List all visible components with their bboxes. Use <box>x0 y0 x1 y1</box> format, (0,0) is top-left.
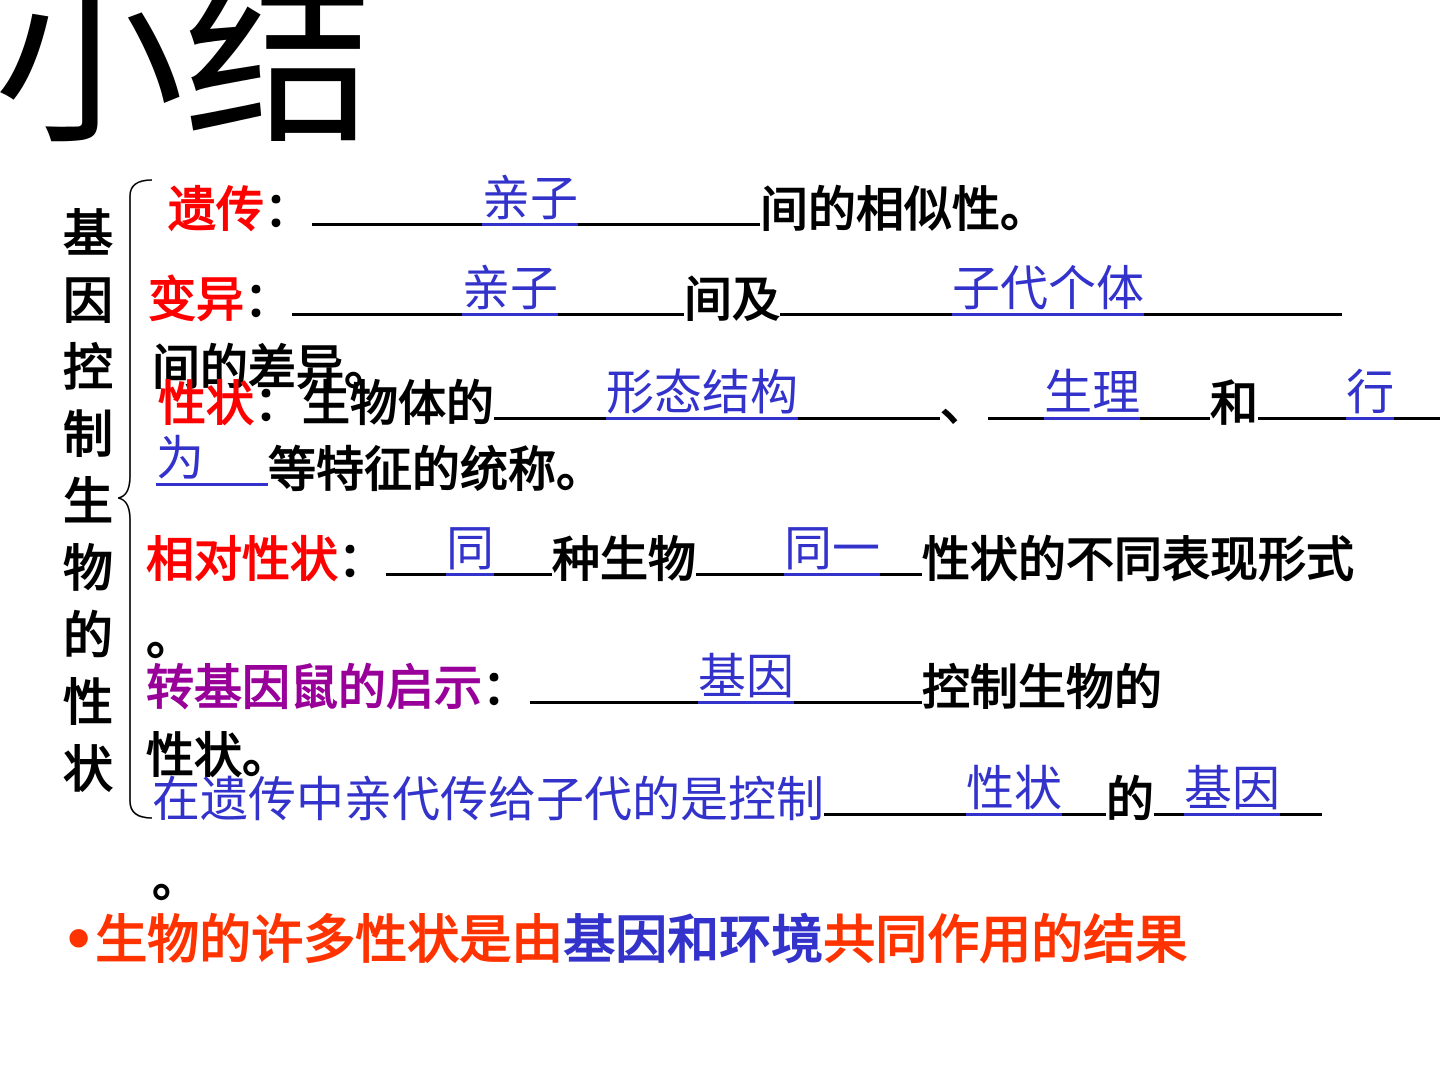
inheritance-row: 在遗传中亲代传给子代的是控制性状的基因 <box>152 765 1323 830</box>
side-label: 基因控制生物的性状 <box>63 204 113 799</box>
variation-blank-1: 亲子 <box>292 265 685 316</box>
variation-blank-2: 子代个体 <box>780 265 1343 316</box>
conclusion-part-1: 生物的许多性状是由 <box>95 910 564 971</box>
inheritance-answer-2: 基因 <box>1184 761 1281 817</box>
relative-trait-answer-2: 同一 <box>784 521 881 577</box>
trait-sep-2: 和 <box>1210 376 1259 432</box>
transgenic-colon: ： <box>482 660 531 716</box>
trait-colon: ： <box>254 376 303 432</box>
inheritance-mid: 的 <box>1106 772 1155 828</box>
conclusion-row: •生物的许多性状是由基因和环境共同作用的结果 <box>62 908 1187 974</box>
inheritance-blank-2: 基因 <box>1154 765 1323 816</box>
conclusion-part-3: 共同作用的结果 <box>823 910 1188 971</box>
relative-trait-answer-1: 同 <box>446 521 495 577</box>
trait-term: 性状 <box>158 376 255 432</box>
trait-blank-3: 行 <box>1258 369 1440 420</box>
variation-row: 变异：亲子间及子代个体 <box>148 265 1343 330</box>
relative-trait-blank-1: 同 <box>386 525 553 576</box>
transgenic-mid: 控制生物的 <box>922 660 1163 716</box>
variation-answer-2: 子代个体 <box>952 261 1145 317</box>
relative-trait-mid: 种生物 <box>552 532 697 588</box>
inheritance-blank-1: 性状 <box>824 765 1107 816</box>
trait-blank-2: 生理 <box>988 369 1211 420</box>
variation-mid: 间及 <box>684 272 781 328</box>
trait-row: 性状：生物体的形态结构、生理和行 <box>158 369 1440 434</box>
trait-sep-1: 、 <box>940 376 989 432</box>
variation-tail: 间的差异。 <box>152 340 393 396</box>
trait-answer-3b: 为 <box>156 431 205 487</box>
trait-blank-3-cont: 为 <box>156 435 268 486</box>
transgenic-blank: 基因 <box>530 653 923 704</box>
variation-answer-1: 亲子 <box>462 261 559 317</box>
heredity-tail: 间的相似性。 <box>760 182 1049 238</box>
conclusion-bullet: • <box>62 910 96 971</box>
trait-answer-3a: 行 <box>1346 365 1395 421</box>
variation-colon: ： <box>244 272 293 328</box>
heredity-blank: 亲子 <box>312 175 761 226</box>
relative-trait-tail: 性状的不同表现形式 <box>922 532 1355 588</box>
transgenic-tail: 性状。 <box>146 728 291 784</box>
inheritance-tail: 。 <box>152 852 201 908</box>
trait-tail: 等特征的统称。 <box>268 442 605 498</box>
inheritance-lead: 在遗传中亲代传给子代的是控制 <box>152 772 825 828</box>
heredity-row: 遗传：亲子间的相似性。 <box>168 175 1049 240</box>
relative-trait-term: 相对性状 <box>146 532 339 588</box>
trait-answer-1: 形态结构 <box>606 365 799 421</box>
heredity-colon: ： <box>264 182 313 238</box>
trait-row-2: 为等特征的统称。 <box>156 435 605 500</box>
trait-blank-1: 形态结构 <box>494 369 941 420</box>
heredity-answer: 亲子 <box>482 171 579 227</box>
relative-trait-tail-2: 。 <box>146 610 195 666</box>
trait-answer-2: 生理 <box>1044 365 1141 421</box>
transgenic-row: 转基因鼠的启示：基因控制生物的 <box>146 653 1163 718</box>
trait-lead: 生物体的 <box>302 376 495 432</box>
variation-term: 变异 <box>148 272 245 328</box>
left-brace <box>118 179 153 819</box>
inheritance-answer-1: 性状 <box>966 761 1063 817</box>
relative-trait-row: 相对性状：同种生物同一性状的不同表现形式 <box>146 525 1355 590</box>
slide-title: 小结 <box>0 0 375 171</box>
transgenic-term: 转基因鼠的启示 <box>146 660 483 716</box>
relative-trait-colon: ： <box>338 532 387 588</box>
transgenic-answer: 基因 <box>698 649 795 705</box>
conclusion-part-2: 基因和环境 <box>563 910 824 971</box>
heredity-term: 遗传 <box>168 182 265 238</box>
relative-trait-blank-2: 同一 <box>696 525 923 576</box>
